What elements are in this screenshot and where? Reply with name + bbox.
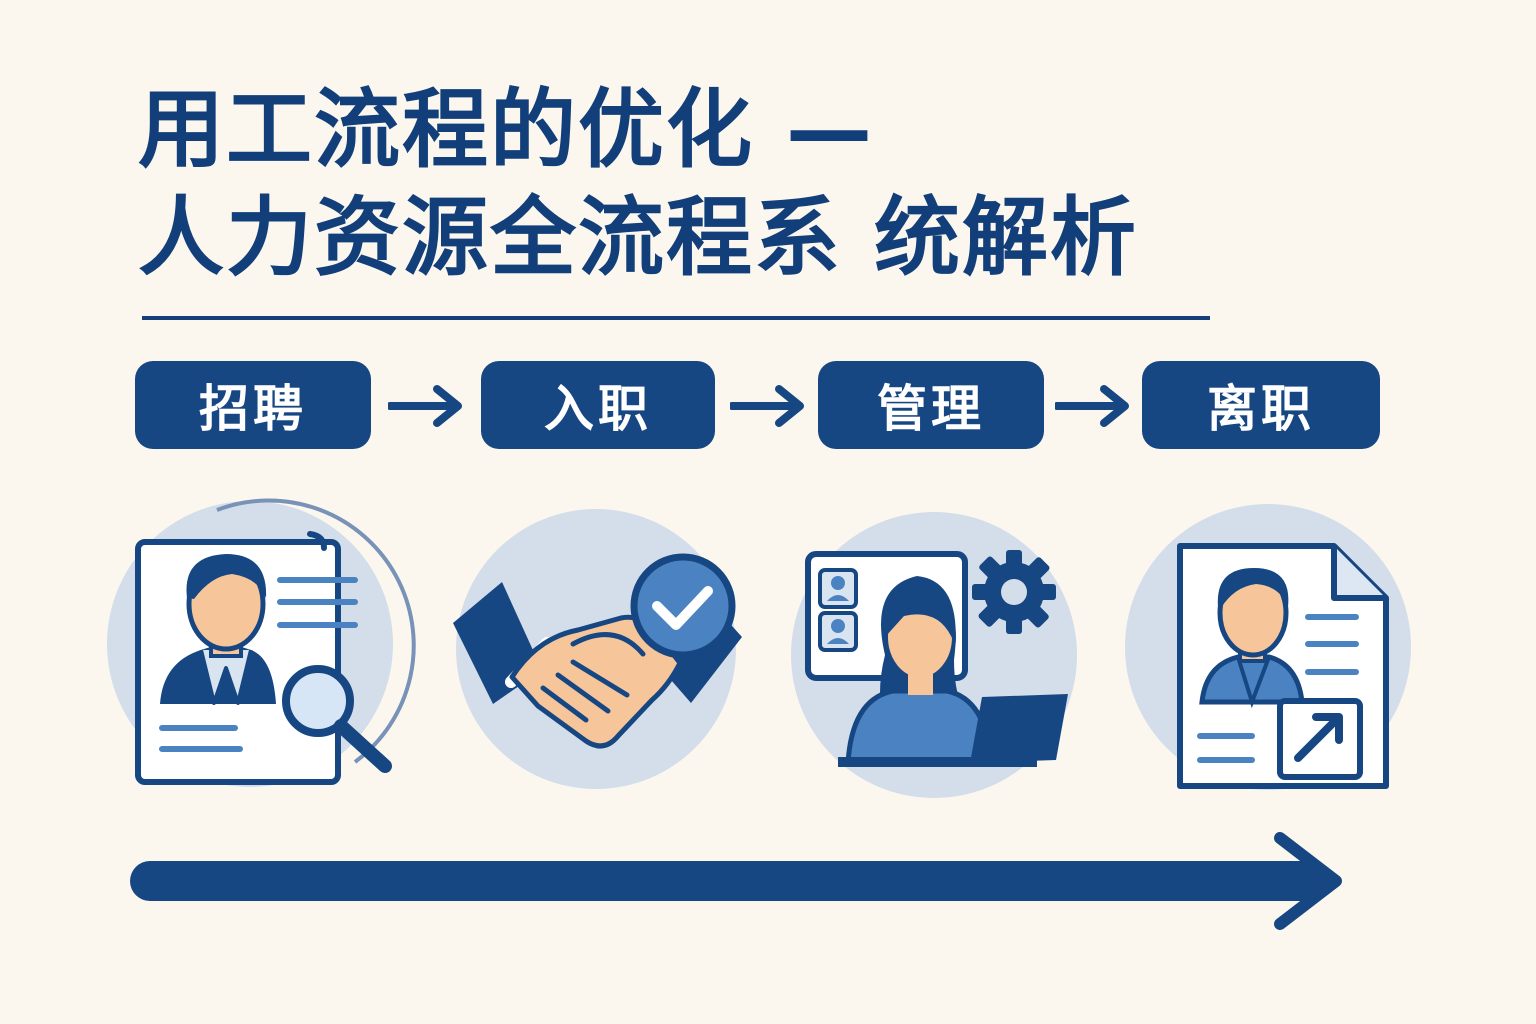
stage-offboarding: 离职 (1142, 361, 1380, 449)
management-employee-computer-gear-icon (791, 512, 1077, 798)
stage-recruitment: 招聘 (135, 361, 371, 449)
title-line-1: 用工流程的优化 — (138, 80, 874, 180)
flow-arrow-icon (388, 385, 462, 427)
recruitment-resume-magnifier-icon (107, 498, 416, 787)
stage-onboarding: 入职 (481, 361, 715, 449)
onboarding-handshake-check-icon (453, 509, 742, 789)
title-divider (142, 316, 1210, 320)
timeline-arrow-icon (130, 832, 1342, 930)
flow-arrow-icon (1055, 385, 1129, 427)
offboarding-document-exit-icon (1125, 504, 1411, 790)
flow-arrow-icon (730, 385, 804, 427)
stage-management: 管理 (818, 361, 1044, 449)
title-line-2: 人力资源全流程系 统解析 (138, 188, 1138, 288)
